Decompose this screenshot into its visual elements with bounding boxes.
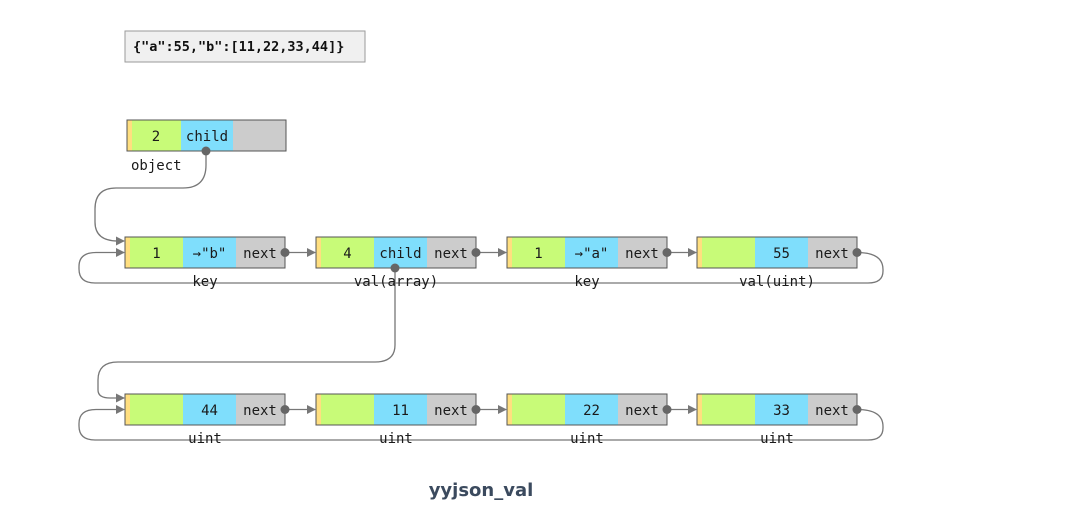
count-text: 1 bbox=[152, 246, 160, 262]
value-cell bbox=[565, 237, 618, 268]
count-cell bbox=[702, 394, 755, 425]
value-text: 11 bbox=[392, 403, 409, 419]
json-source-text: {"a":55,"b":[11,22,33,44]} bbox=[133, 39, 344, 55]
count-cell bbox=[132, 120, 181, 151]
json-source-box: {"a":55,"b":[11,22,33,44]} bbox=[124, 30, 366, 63]
next-text: next bbox=[434, 403, 468, 419]
level2-node-3: 33 next uint bbox=[696, 393, 858, 447]
next-cell bbox=[427, 394, 476, 425]
next-dot bbox=[662, 405, 672, 414]
next-dot bbox=[662, 248, 672, 257]
next-dot bbox=[852, 405, 862, 414]
type-tag-cell bbox=[507, 237, 512, 268]
value-text: →"a" bbox=[575, 246, 609, 262]
array-child-dot bbox=[390, 263, 400, 273]
level2-node-1: 11 next uint bbox=[315, 393, 477, 447]
next-cell bbox=[808, 237, 857, 268]
type-tag-cell bbox=[125, 237, 130, 268]
count-text: 1 bbox=[534, 246, 542, 262]
type-tag-cell bbox=[316, 394, 321, 425]
next-cell bbox=[236, 237, 285, 268]
count-cell bbox=[130, 237, 183, 268]
value-cell bbox=[565, 394, 618, 425]
node-label: uint bbox=[379, 431, 413, 447]
diagram-caption: yyjson_val bbox=[429, 480, 534, 501]
level2-node-2: 22 next uint bbox=[506, 393, 668, 447]
node-label: val(array) bbox=[354, 274, 438, 290]
value-text: →"b" bbox=[193, 246, 227, 262]
level1-node-0: 1 →"b" next key bbox=[124, 236, 286, 290]
next-dot bbox=[280, 405, 290, 414]
value-text: 22 bbox=[583, 403, 600, 419]
next-cell bbox=[808, 394, 857, 425]
next-text: next bbox=[243, 403, 277, 419]
count-text: 2 bbox=[152, 129, 160, 145]
next-cell bbox=[236, 394, 285, 425]
value-cell bbox=[181, 120, 233, 151]
next-text: next bbox=[815, 246, 849, 262]
next-dot bbox=[280, 248, 290, 257]
node-label: uint bbox=[570, 431, 604, 447]
next-text: next bbox=[815, 403, 849, 419]
node-label: object bbox=[131, 158, 182, 174]
value-text: 55 bbox=[773, 246, 790, 262]
count-cell bbox=[321, 237, 374, 268]
count-cell bbox=[512, 237, 565, 268]
value-text: child bbox=[379, 246, 421, 262]
root-child-link bbox=[94, 151, 207, 246]
next-cell bbox=[618, 237, 667, 268]
array-child-link bbox=[97, 268, 396, 403]
next-text: next bbox=[434, 246, 468, 262]
next-text: next bbox=[625, 403, 659, 419]
next-dot bbox=[471, 248, 481, 257]
node-label: key bbox=[192, 274, 217, 290]
type-tag-cell bbox=[697, 394, 702, 425]
next-cell bbox=[618, 394, 667, 425]
node-label: uint bbox=[760, 431, 794, 447]
type-tag-cell bbox=[125, 394, 130, 425]
next-text: next bbox=[625, 246, 659, 262]
wrap-next-link bbox=[78, 404, 884, 441]
type-tag-cell bbox=[127, 120, 132, 151]
count-cell bbox=[321, 394, 374, 425]
value-cell bbox=[374, 237, 427, 268]
node-label: uint bbox=[188, 431, 222, 447]
next-cell bbox=[427, 237, 476, 268]
value-cell bbox=[755, 237, 808, 268]
node-label: val(uint) bbox=[739, 274, 815, 290]
count-cell bbox=[512, 394, 565, 425]
count-text: 4 bbox=[343, 246, 351, 262]
value-cell bbox=[183, 394, 236, 425]
empty-cell bbox=[233, 120, 286, 151]
wrap-next-link bbox=[78, 247, 884, 284]
level1-node-2: 1 →"a" next key bbox=[506, 236, 668, 290]
type-tag-cell bbox=[507, 394, 512, 425]
value-text: 44 bbox=[201, 403, 218, 419]
value-text: child bbox=[186, 129, 228, 145]
count-cell bbox=[130, 394, 183, 425]
next-text: next bbox=[243, 246, 277, 262]
node-label: key bbox=[574, 274, 599, 290]
root-child-dot bbox=[201, 146, 211, 156]
count-cell bbox=[702, 237, 755, 268]
connectors bbox=[78, 151, 884, 441]
level2-node-0: 44 next uint bbox=[124, 393, 286, 447]
value-text: 33 bbox=[773, 403, 790, 419]
type-tag-cell bbox=[316, 237, 321, 268]
next-dot bbox=[852, 248, 862, 257]
type-tag-cell bbox=[697, 237, 702, 268]
next-dot bbox=[471, 405, 481, 414]
value-cell bbox=[183, 237, 236, 268]
value-cell bbox=[755, 394, 808, 425]
level1-node-1: 4 child next val(array) bbox=[315, 236, 477, 290]
value-cell bbox=[374, 394, 427, 425]
